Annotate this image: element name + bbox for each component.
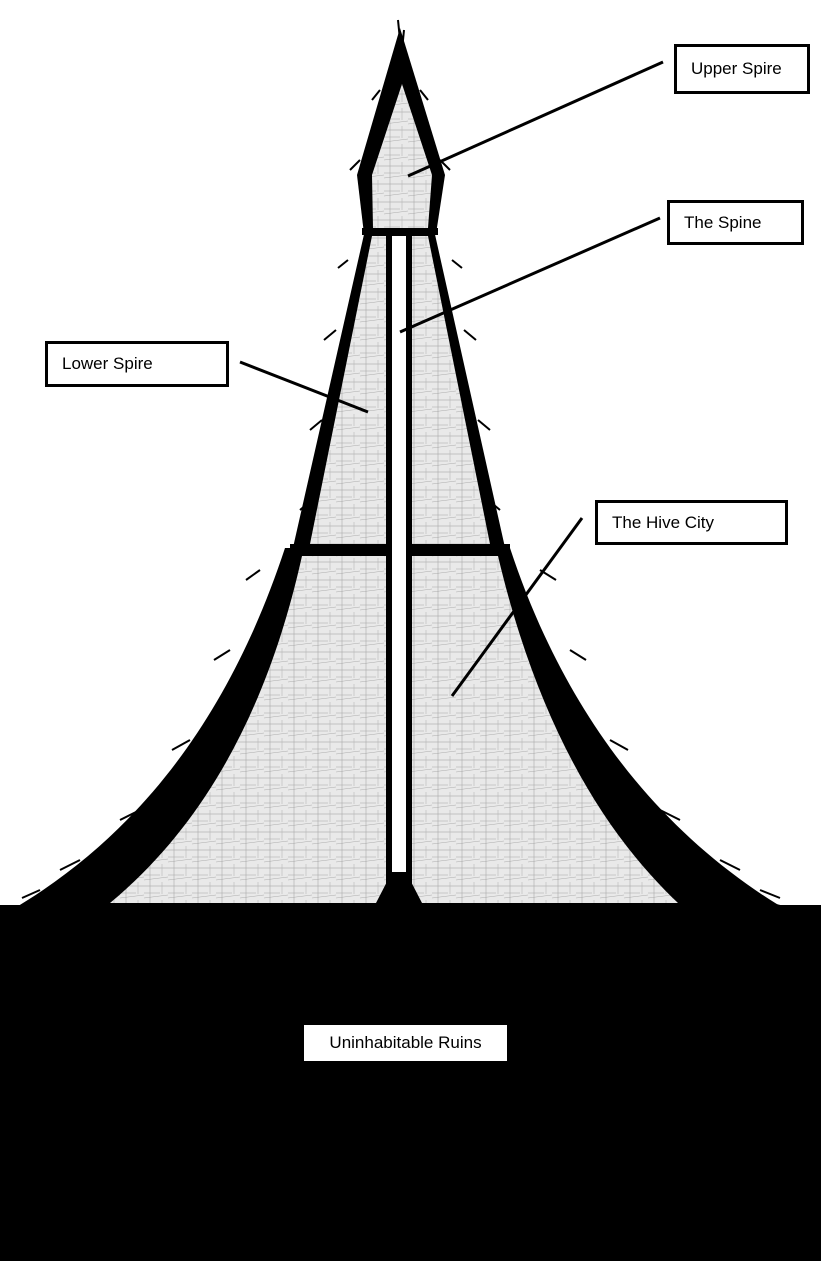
leader-upper-spire	[408, 62, 663, 176]
label-lower-spire: Lower Spire	[45, 341, 229, 387]
label-ruins: Uninhabitable Ruins	[304, 1025, 507, 1061]
label-upper-spire: Upper Spire	[674, 44, 810, 94]
label-hive-city: The Hive City	[595, 500, 788, 545]
label-the-spine: The Spine	[667, 200, 804, 245]
spine-core	[392, 236, 406, 902]
